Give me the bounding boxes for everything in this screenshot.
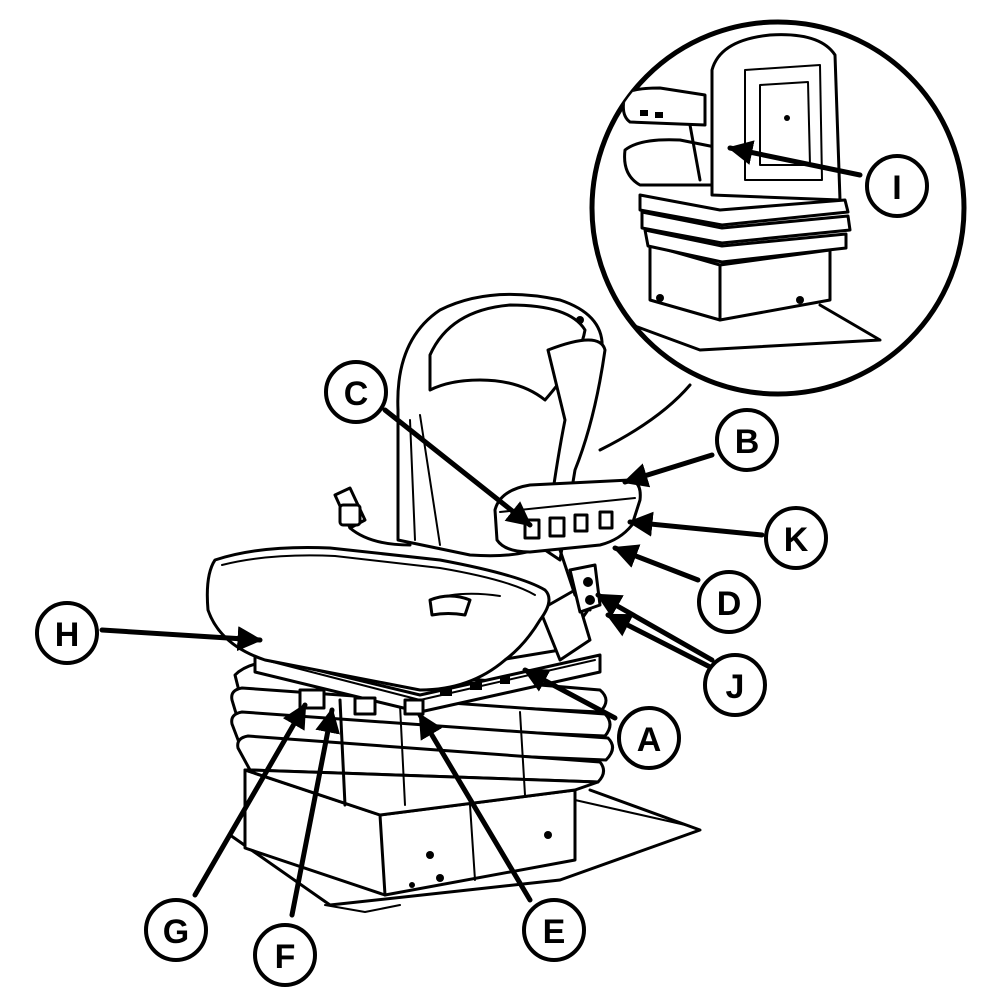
callout-G: G — [144, 898, 208, 962]
leader-H — [99, 626, 263, 652]
armrest — [493, 478, 642, 614]
svg-text:I: I — [892, 169, 901, 207]
leader-J-1 — [595, 592, 715, 663]
inset-view — [589, 19, 967, 397]
callout-K: K — [764, 506, 828, 570]
leader-B — [622, 452, 715, 488]
svg-text:G: G — [163, 913, 189, 951]
leader-E — [417, 712, 533, 903]
leader-J-2 — [605, 612, 715, 671]
svg-text:D: D — [717, 585, 742, 623]
callout-F: F — [253, 923, 317, 987]
leader-F — [289, 707, 340, 918]
svg-text:A: A — [637, 721, 662, 759]
leader-G — [192, 702, 308, 898]
callout-J: J — [703, 653, 767, 717]
leader-K — [627, 511, 765, 538]
callout-C: C — [324, 360, 388, 424]
leader-I — [727, 140, 863, 178]
leader-lines — [99, 140, 863, 918]
callout-H: H — [35, 601, 99, 665]
callout-B: B — [715, 408, 779, 472]
callout-I: I — [865, 154, 929, 218]
svg-text:C: C — [344, 375, 369, 413]
inset-connector-line — [598, 383, 692, 452]
callout-D: D — [697, 570, 761, 634]
svg-text:B: B — [735, 423, 760, 461]
svg-text:K: K — [784, 521, 809, 559]
svg-text:F: F — [275, 938, 296, 976]
svg-text:J: J — [726, 668, 745, 706]
leader-A — [522, 667, 618, 721]
svg-text:H: H — [55, 616, 80, 654]
callout-A: A — [617, 706, 681, 770]
leader-D — [612, 544, 701, 583]
seat-belt — [333, 486, 412, 547]
seat-cushion — [205, 546, 551, 692]
leader-C — [382, 407, 533, 528]
svg-text:E: E — [543, 913, 566, 951]
callout-E: E — [522, 898, 586, 962]
